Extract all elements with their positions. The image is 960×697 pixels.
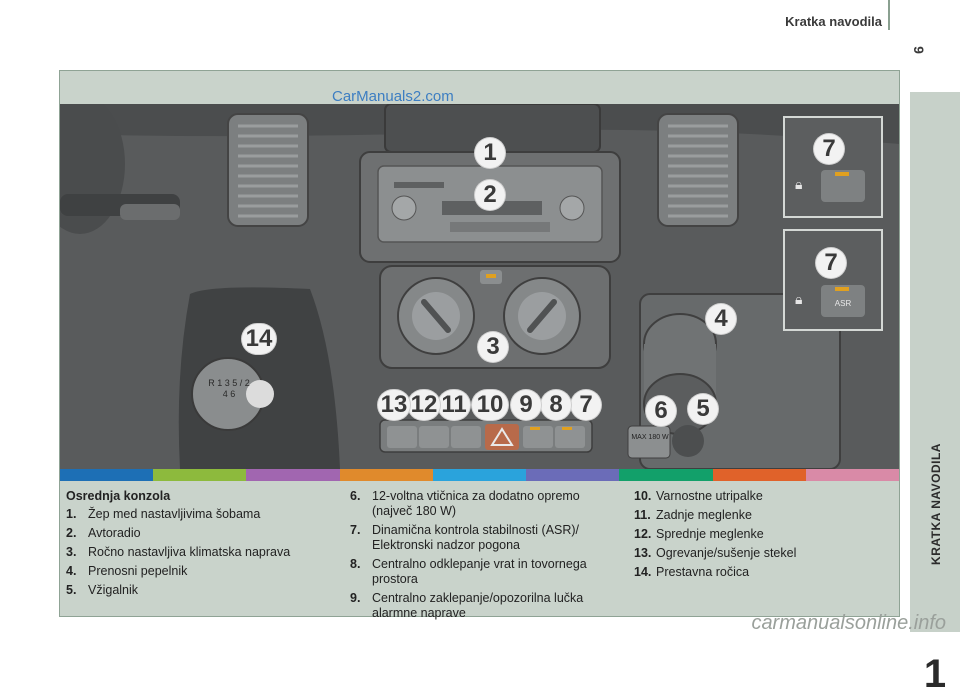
legend-item: 2. Avtoradio (66, 526, 336, 541)
lock-icon: 🔒︎ (795, 176, 803, 192)
callout-3: 3 (478, 332, 508, 362)
callout-7-inset-top: 7 (814, 134, 844, 164)
legend-item-text: Centralno odklepanje vrat in tovornega p… (372, 557, 587, 586)
legend-item-text: Varnostne utripalke (656, 489, 763, 503)
indicator-light (835, 172, 849, 176)
watermark-bottom: carmanualsonline.info (751, 612, 946, 634)
indicator-light (835, 287, 849, 291)
legend-item-text: 12-voltna vtičnica za dodatno opremo (na… (372, 489, 580, 518)
chapter-sidebar: KRATKA NAVODILA 1 (910, 92, 960, 696)
legend-item-number: 2. (66, 526, 77, 540)
legend-item-number: 9. (350, 591, 361, 605)
callout-4: 4 (706, 304, 736, 334)
legend-item-number: 4. (66, 564, 77, 578)
chapter-label: KRATKA NAVODILA (929, 443, 943, 565)
color-strip-segment (712, 469, 806, 481)
legend-item-number: 13. (634, 546, 652, 560)
color-strip-segment (526, 469, 620, 481)
legend-item-number: 11. (634, 508, 651, 522)
header-title: Kratka navodila (785, 14, 882, 29)
legend-item: 3. Ročno nastavljiva klimatska naprava (66, 545, 336, 560)
callout-14: 14 (242, 324, 276, 354)
color-strip-segment (619, 469, 713, 481)
chapter-number: 1 (923, 652, 947, 696)
legend-item-text: Dinamična kontrola stabilnosti (ASR)/ El… (372, 523, 580, 552)
legend-item-number: 14. (634, 565, 652, 579)
color-strip-segment (60, 469, 154, 481)
content-frame: CarManuals2.com (59, 70, 900, 620)
legend-item-number: 1. (66, 507, 77, 521)
lock-icon: 🔒︎ (795, 291, 803, 307)
legend-item: 9. Centralno zaklepanje/opozorilna lučka … (350, 591, 620, 621)
legend-item: 14. Prestavna ročica (634, 565, 884, 580)
color-strip-segment (432, 469, 527, 481)
callout-12: 12 (408, 390, 440, 420)
legend-item-text: Ročno nastavljiva klimatska naprava (88, 545, 291, 559)
legend-item-number: 5. (66, 583, 77, 597)
callout-10: 10 (472, 390, 508, 420)
legend-item: 13. Ogrevanje/sušenje stekel (634, 546, 884, 561)
socket-label: MAX 180 W (631, 434, 669, 441)
legend-item: 10. Varnostne utripalke (634, 489, 884, 504)
legend-column-2: 6. 12-voltna vtičnica za dodatno opremo (… (350, 489, 620, 625)
legend-item-text: Ogrevanje/sušenje stekel (656, 546, 797, 560)
legend-item-number: 12. (634, 527, 652, 541)
asr-label: ASR (834, 299, 852, 308)
callout-5: 5 (688, 394, 718, 424)
legend-item-text: Prenosni pepelnik (88, 564, 188, 578)
color-strip-segment (153, 469, 247, 481)
legend-item-text: Žep med nastavljivima šobama (88, 507, 261, 521)
legend-column-3: 10. Varnostne utripalke 11. Zadnje meglenk… (634, 489, 884, 584)
legend-item: 5. Vžigalnik (66, 583, 336, 598)
color-strip-segment (246, 469, 340, 481)
header-divider (888, 0, 890, 30)
callout-6: 6 (646, 396, 676, 426)
asr-inset-bottom: 🔒︎ ASR (783, 229, 883, 331)
legend-heading: Osrednja konzola (66, 489, 171, 503)
legend-item: 7. Dinamična kontrola stabilnosti (ASR)/ … (350, 523, 620, 553)
callout-9: 9 (511, 390, 541, 420)
legend-item-number: 7. (350, 523, 361, 537)
legend-item-text: Sprednje meglenke (656, 527, 764, 541)
legend-item-text: Avtoradio (88, 526, 141, 540)
callout-7: 7 (571, 390, 601, 420)
legend-item-text: Prestavna ročica (656, 565, 750, 579)
legend-item-number: 8. (350, 557, 361, 571)
callout-8: 8 (541, 390, 571, 420)
callout-7-inset-bottom: 7 (816, 248, 846, 278)
legend-item: 11. Zadnje meglenke (634, 508, 884, 523)
page-number: 9 (910, 46, 927, 54)
legend-item: 12. Sprednje meglenke (634, 527, 884, 542)
legend-item: 1. Žep med nastavljivima šobama (66, 507, 336, 522)
legend-item-number: 3. (66, 545, 77, 559)
callout-11: 11 (438, 390, 470, 420)
legend-item: 6. 12-voltna vtičnica za dodatno opremo (… (350, 489, 620, 519)
color-strip (60, 469, 899, 481)
legend-item-text: Zadnje meglenke (656, 508, 752, 522)
legend-column-1: Osrednja konzola 1. Žep med nastavljivima… (66, 489, 336, 602)
legend-item-number: 10. (634, 489, 652, 503)
color-strip-segment (805, 469, 899, 481)
legend-item-text: Vžigalnik (88, 583, 139, 597)
center-console-illustration: R 1 3 5 / 2 4 6 MAX 180 W 🔒︎ 🔒︎ ASR 1 2 … (60, 104, 899, 469)
legend-item-number: 6. (350, 489, 361, 503)
color-strip-segment (339, 469, 433, 481)
watermark-top: CarManuals2.com (332, 88, 454, 105)
legend-item: 8. Centralno odklepanje vrat in tovornega… (350, 557, 620, 587)
gear-pattern-label: R 1 3 5 / 2 4 6 (208, 378, 250, 399)
legend-item-text: Centralno zaklepanje/opozorilna lučka al… (372, 591, 584, 620)
callout-13: 13 (378, 390, 410, 420)
callout-1: 1 (475, 138, 505, 168)
asr-inset-top: 🔒︎ (783, 116, 883, 218)
legend-item: 4. Prenosni pepelnik (66, 564, 336, 579)
callout-2: 2 (475, 180, 505, 210)
